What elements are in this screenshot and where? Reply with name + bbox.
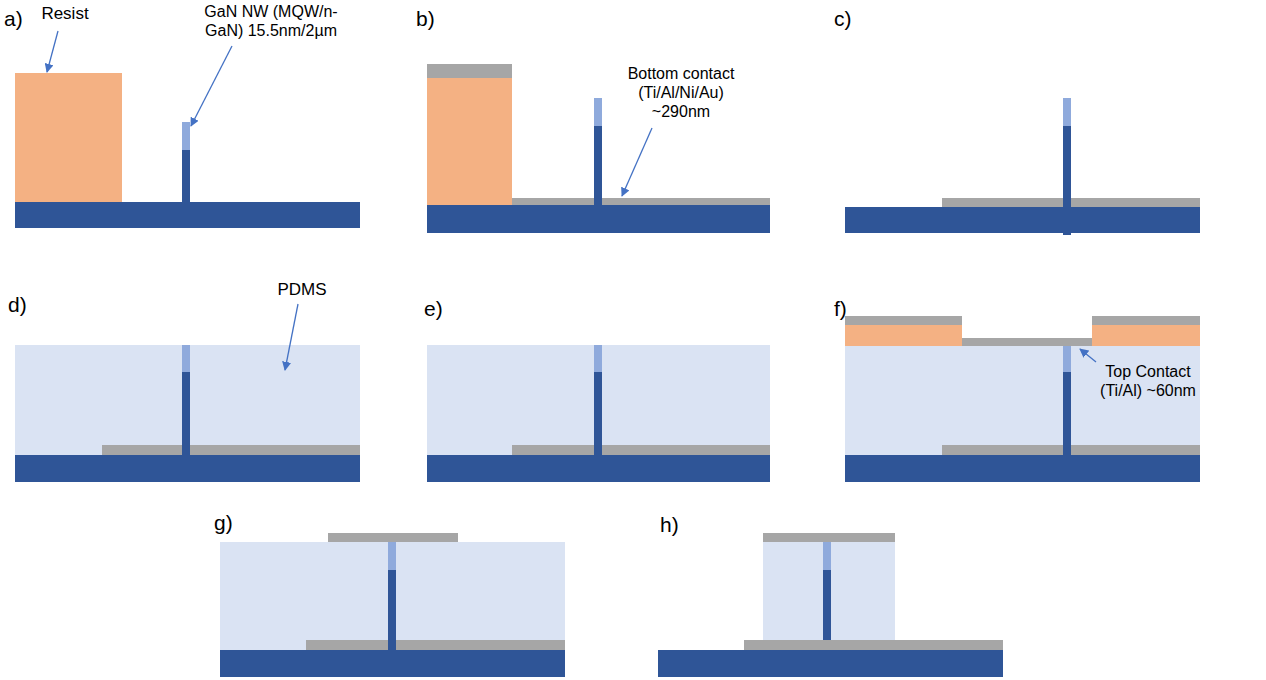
panel-letter: f) bbox=[834, 296, 874, 321]
part-label: Bottom contact (Ti/Al/Ni/Au) ~290nm bbox=[615, 64, 747, 122]
step-a bbox=[15, 73, 360, 228]
part-label: Resist bbox=[30, 4, 100, 24]
part-label: GaN NW (MQW/n- GaN) 15.5nm/2µm bbox=[196, 2, 346, 40]
part-label: PDMS bbox=[262, 280, 342, 300]
panel-letter: h) bbox=[660, 512, 700, 537]
step-h bbox=[658, 533, 1003, 677]
step-c bbox=[845, 98, 1200, 235]
leader-lines bbox=[47, 31, 1096, 370]
step-b bbox=[427, 64, 770, 233]
panel-letter: e) bbox=[424, 296, 464, 321]
panel-letter: g) bbox=[214, 510, 254, 535]
panel-letter: d) bbox=[8, 292, 48, 317]
panel-letter: c) bbox=[834, 6, 874, 31]
step-e bbox=[427, 345, 770, 482]
part-label: Top Contact (Ti/Al) ~60nm bbox=[1088, 362, 1208, 400]
step-d bbox=[15, 345, 360, 482]
step-g bbox=[220, 533, 565, 677]
panel-letter: a) bbox=[4, 6, 44, 31]
panel-letter: b) bbox=[416, 6, 456, 31]
